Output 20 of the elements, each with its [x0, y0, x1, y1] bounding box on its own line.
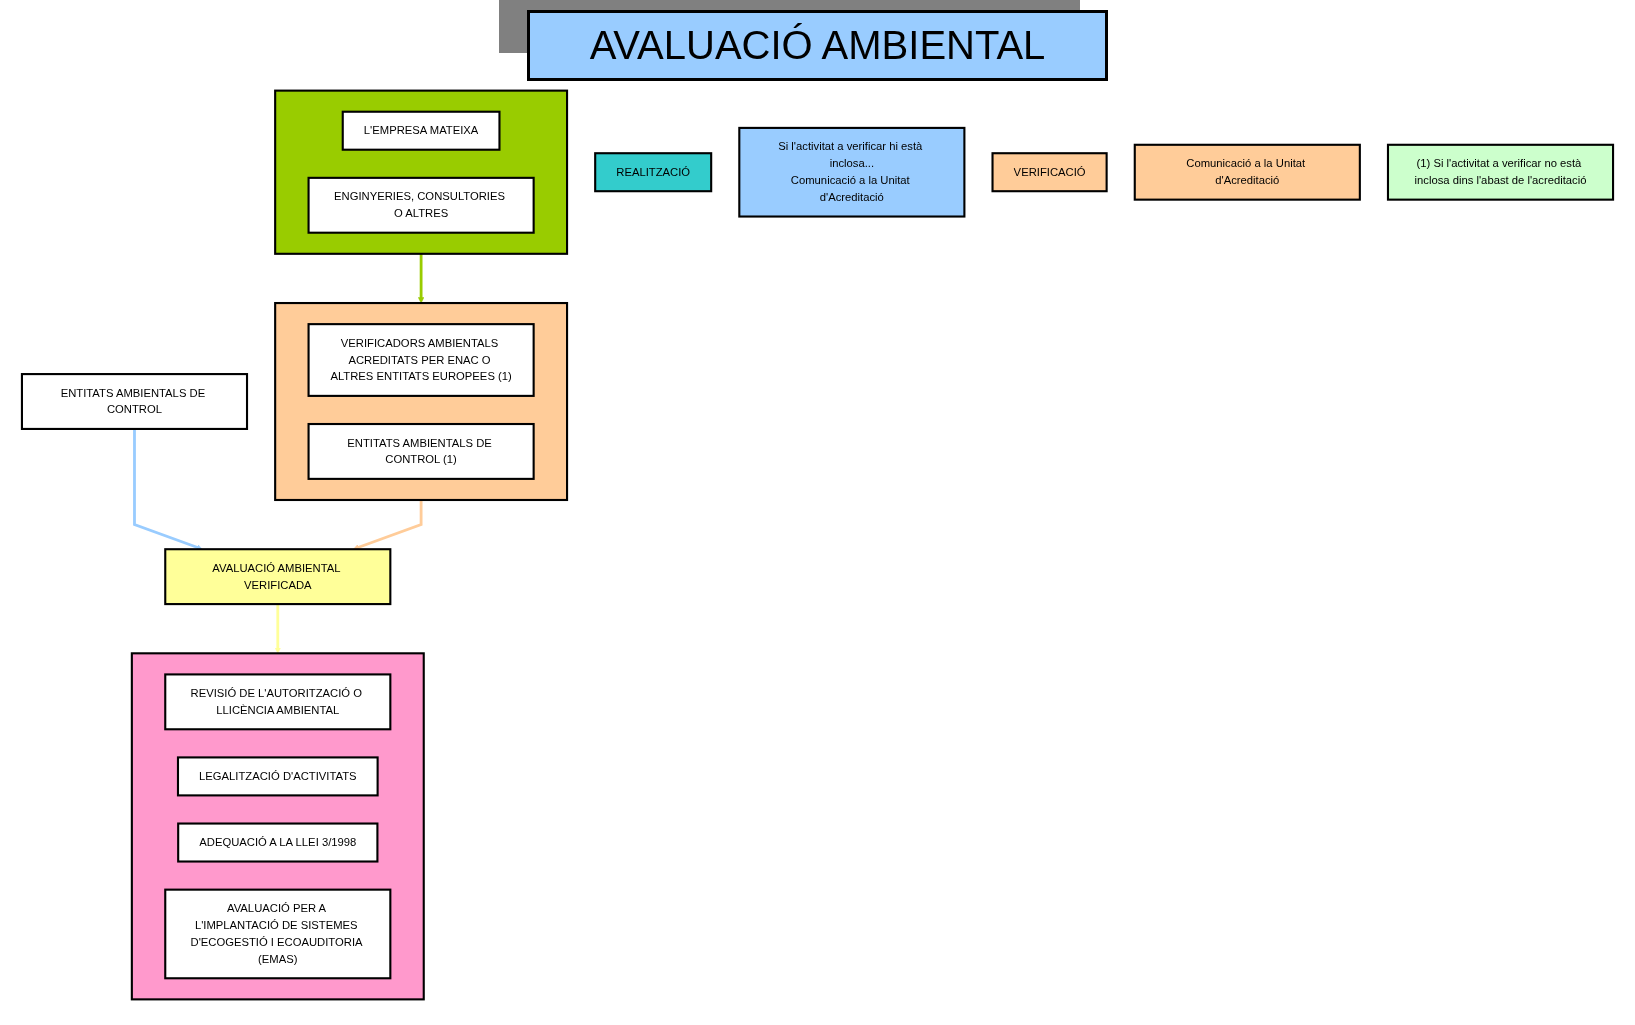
- node-box: Comunicació a la Unitat d'Acreditació: [1133, 143, 1361, 201]
- cluster: [130, 652, 425, 1001]
- node-box: LEGALITZACIÓ D'ACTIVITATS: [176, 756, 379, 797]
- node-box: ENTITATS AMBIENTALS DE CONTROL (1): [307, 422, 535, 480]
- node-box: VERIFICADORS AMBIENTALS ACREDITATS PER ENAC O ALTRES ENTITATS EUROPEES (1): [307, 323, 535, 397]
- arrow: [274, 604, 281, 654]
- node-box: AVALUACIÓ AMBIENTAL VERIFICADA: [164, 548, 392, 606]
- node-box: AVALUACIÓ PER A L'IMPLANTACIÓ DE SISTEMES D'ECOGESTIÓ I ECOAUDITORIA (EMAS): [164, 888, 392, 980]
- cluster: [274, 302, 569, 502]
- cluster: [274, 89, 569, 255]
- node-box: ENTITATS AMBIENTALS DE CONTROL: [20, 373, 249, 430]
- node-box: Si l'activitat a verificar hi està inclosa... Comunicació a la Unitat d'Acreditació: [738, 126, 966, 218]
- node-box: L'EMPRESA MATEIXA: [341, 110, 501, 151]
- node-box: REALITZACIÓ: [594, 152, 713, 193]
- node-box: REVISIÓ DE L'AUTORITZACIÓ O LLICÈNCIA AMBIENTAL: [164, 673, 392, 731]
- node-box: VERIFICACIÓ: [991, 152, 1108, 193]
- arrow: [418, 253, 425, 304]
- node-box: (1) Si l'activitat a verificar no està inclosa dins l'abast de l'acreditació: [1386, 143, 1615, 201]
- node-box: ADEQUACIÓ A LA LLEI 3/1998: [177, 822, 379, 863]
- node-box: ENGINYERIES, CONSULTORIES O ALTRES: [307, 176, 535, 234]
